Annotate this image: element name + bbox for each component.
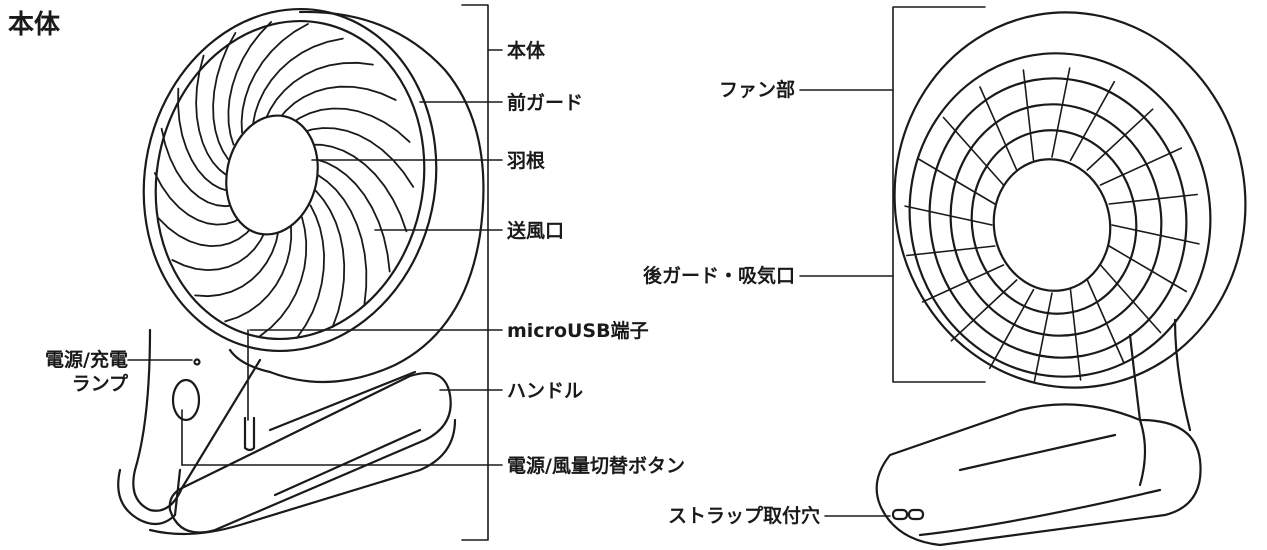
front-spoke [259,216,308,337]
front-spoke [227,21,272,146]
rear-spoke [906,245,996,257]
rear-spoke [1111,224,1200,245]
rear-spoke [1033,292,1053,383]
front-spoke [160,127,235,208]
rear-guard-ring [908,52,1212,378]
rear-spoke [988,288,1035,370]
front-spoke [195,54,228,176]
label-front-guard: 前ガード [507,92,584,114]
label-strap-hole: ストラップ取付穴 [667,505,820,527]
front-guard-ring [142,7,438,353]
rear-spoke [1086,108,1154,171]
front-spoke [171,229,267,271]
label-body: 本体 [507,40,546,62]
lamp-dot [193,358,201,366]
front-spoke [315,189,346,328]
label-blade: 羽根 [507,150,546,172]
rear-spoke [1069,80,1116,162]
rear-spoke [1086,279,1125,364]
leader-lines [127,4,986,541]
rear-spoke [1022,69,1035,162]
front-spoke [277,85,397,121]
back-base [875,403,1202,547]
rear-spoke [979,86,1018,171]
front-spoke [240,23,309,134]
front-handle [168,371,452,534]
label-lamp-line2: ランプ [71,373,128,395]
label-power-button: 電源/風量切替ボタン [507,455,685,477]
front-spoke [157,217,254,247]
front-spoke [315,158,391,273]
front-spoke [301,127,415,188]
front-spoke [296,204,325,339]
rear-spoke [950,279,1018,342]
front-fan-drawing [117,7,485,536]
rear-spoke [1108,245,1188,293]
front-spoke [194,229,280,298]
front-spoke [316,174,368,306]
front-spoke [290,107,411,143]
rear-spoke [904,205,993,226]
rear-spoke [921,264,1005,303]
front-hub [225,114,319,236]
rear-spoke [1051,67,1071,158]
rear-spoke [942,116,1005,186]
front-spoke [224,225,293,323]
rear-guard-spokes [904,67,1200,383]
front-spoke [153,172,243,226]
label-rear-guard: 後ガード・吸気口 [642,265,795,287]
front-spoke [212,32,237,161]
back-hub [992,158,1112,292]
back-housing [893,11,1247,389]
power-button-shape [171,378,201,422]
rear-spoke [916,157,996,205]
back-fan-drawing [875,11,1247,547]
strap-hole-shape [891,508,909,521]
rear-spoke [1069,288,1082,381]
label-usb-port: microUSB端子 [507,320,649,342]
page-title: 本体 [8,10,61,40]
front-spoke [252,37,344,125]
front-housing [228,10,485,384]
front-spoke [264,61,374,121]
rear-spoke [1108,193,1198,205]
label-fan-unit: ファン部 [718,79,795,101]
front-spoke [177,87,229,192]
label-lamp-line1: 電源/充電 [45,349,128,371]
front-spoke [309,143,408,233]
front-base [117,468,182,526]
front-guard-spokes [153,21,415,339]
rear-spoke [1099,147,1183,186]
usb-slot [243,416,256,452]
label-outlet: 送風口 [507,220,565,242]
rear-spoke [1099,264,1162,334]
label-handle: ハンドル [507,380,584,402]
